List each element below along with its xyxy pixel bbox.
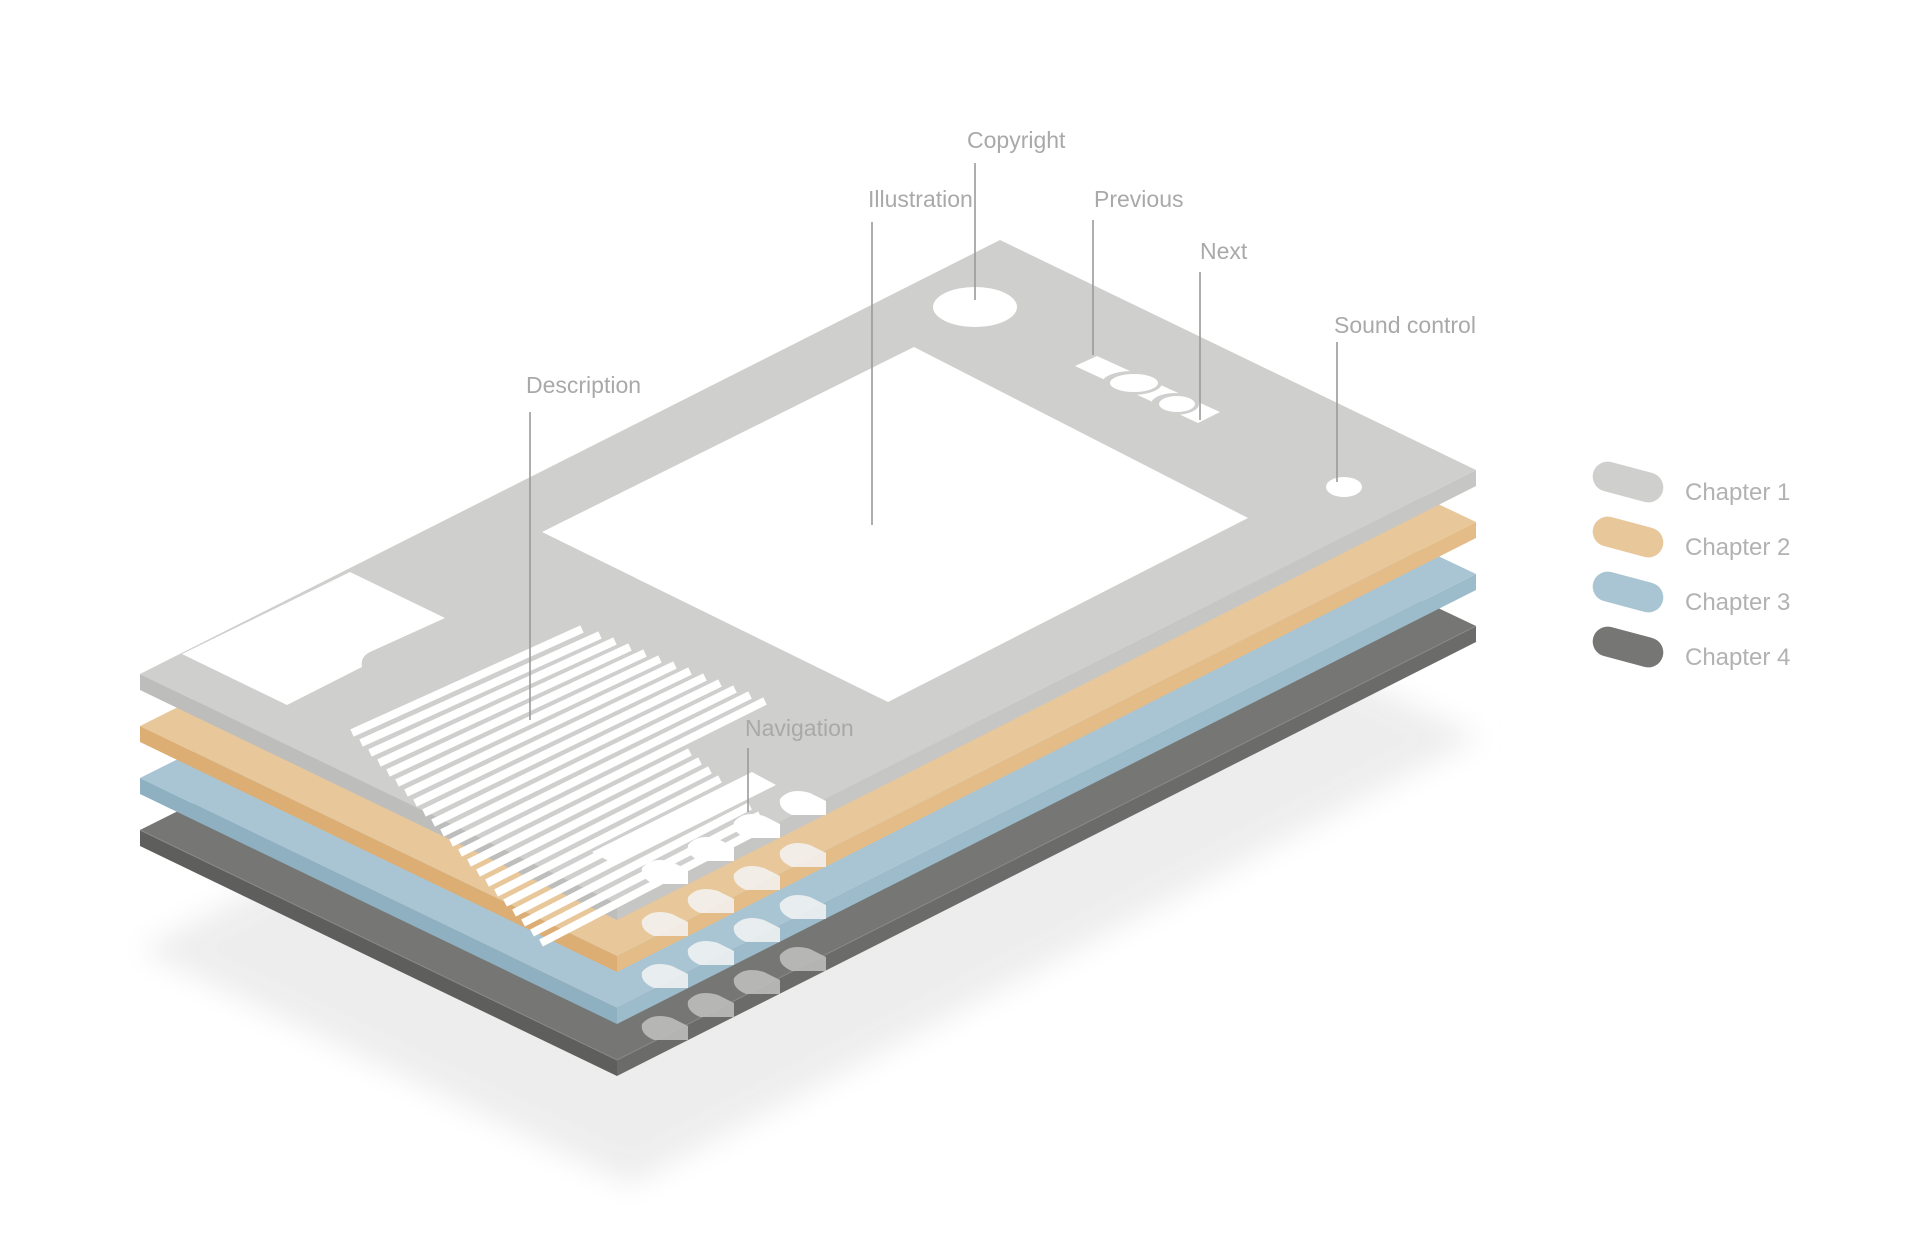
- layer-4-side-right: [617, 626, 1476, 1076]
- legend-item-chapter-2: Chapter 2: [1592, 516, 1790, 561]
- nav-dot: [733, 918, 780, 942]
- label-navigation: Navigation: [745, 715, 854, 741]
- layer-1-side-right: [617, 470, 1476, 920]
- label-sound-control: Sound control: [1334, 312, 1476, 338]
- legend-swatch: [1592, 516, 1664, 558]
- label-description: Description: [526, 372, 641, 398]
- legend-swatch: [1592, 626, 1664, 668]
- nav-button: [687, 837, 734, 861]
- label-next: Next: [1200, 238, 1248, 264]
- navigation-buttons: [641, 791, 826, 884]
- legend-label: Chapter 2: [1685, 534, 1790, 561]
- callout-leaders: [529, 163, 1338, 812]
- legend-item-chapter-3: Chapter 3: [1592, 571, 1790, 616]
- legend-label: Chapter 4: [1685, 644, 1790, 671]
- nav-dot: [779, 843, 826, 867]
- nav-dot: [687, 889, 734, 913]
- layer-2-side-front: [140, 726, 617, 972]
- nav-dot: [733, 866, 780, 890]
- legend-label: Chapter 1: [1685, 479, 1790, 506]
- legend-label: Chapter 3: [1685, 589, 1790, 616]
- legend-swatch: [1592, 461, 1664, 503]
- callout-labels: Copyright Illustration Previous Next Sou…: [526, 127, 1476, 741]
- illustration-area: [542, 347, 1248, 702]
- sound-control-icon: [1326, 477, 1362, 497]
- legend-swatch: [1592, 571, 1664, 613]
- previous-button-inner: [1110, 374, 1158, 392]
- nav-dot: [779, 895, 826, 919]
- nav-dot: [641, 1016, 688, 1040]
- layer-1-side-front: [140, 674, 617, 920]
- layer-4-side-front: [140, 830, 617, 1076]
- nav-dot: [687, 941, 734, 965]
- nav-dot: [641, 912, 688, 936]
- nav-dot: [733, 970, 780, 994]
- label-illustration: Illustration: [868, 186, 973, 212]
- nav-button: [779, 791, 826, 815]
- nav-dot: [779, 947, 826, 971]
- navigation-bar: [592, 772, 776, 865]
- nav-dot: [687, 993, 734, 1017]
- corner-cutout: [182, 572, 445, 705]
- label-previous: Previous: [1094, 186, 1183, 212]
- legend-item-chapter-1: Chapter 1: [1592, 461, 1790, 506]
- next-button-inner: [1159, 396, 1195, 412]
- nav-dot: [641, 964, 688, 988]
- label-copyright: Copyright: [967, 127, 1066, 153]
- navigation-dots-bottom: [641, 947, 826, 1040]
- layer-chapter-1: [140, 240, 1476, 947]
- description-lines: [350, 625, 772, 947]
- copyright-icon: [933, 287, 1017, 327]
- nav-button: [641, 860, 688, 884]
- layer-3-side-right: [617, 574, 1476, 1024]
- navigation-dots-lower: [641, 843, 826, 988]
- legend: Chapter 1 Chapter 2 Chapter 3 Chapter 4: [1592, 461, 1790, 671]
- layer-3-side-front: [140, 778, 617, 1024]
- layer-2-side-right: [617, 522, 1476, 972]
- legend-item-chapter-4: Chapter 4: [1592, 626, 1790, 671]
- layer-4-edge-highlight: [139, 625, 1477, 1061]
- nav-button: [733, 814, 780, 838]
